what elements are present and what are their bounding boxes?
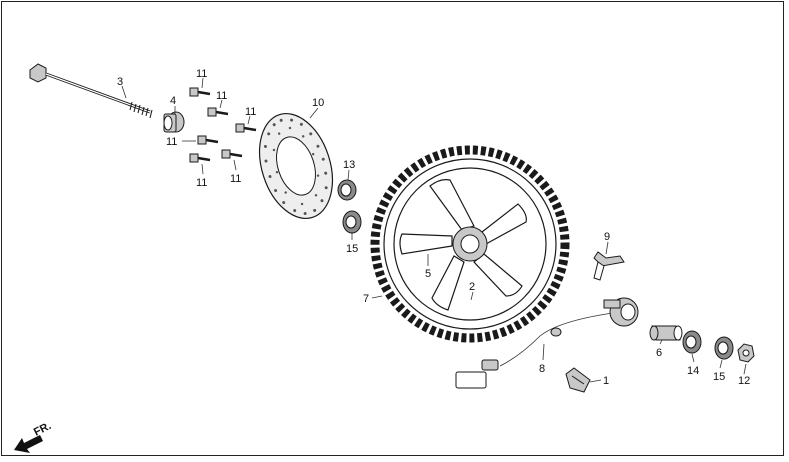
direction-arrow-icon: [14, 435, 43, 453]
callout-11-c: 11: [245, 106, 256, 118]
callout-5: 5: [425, 268, 431, 280]
part-disc-bolts: [189, 87, 257, 163]
part-spacer-4: [163, 111, 185, 133]
callout-12: 12: [738, 375, 750, 387]
callout-11-a: 11: [196, 68, 207, 80]
part-bearing-15-right: [714, 336, 734, 360]
callout-11-d: 11: [166, 136, 177, 148]
callout-10: 10: [312, 97, 324, 109]
part-bearing-13: [337, 179, 357, 201]
callout-2: 2: [469, 281, 475, 293]
callout-15-left: 15: [346, 243, 358, 255]
part-axle-nut: [737, 343, 755, 363]
callout-13: 13: [343, 159, 355, 171]
part-axle-bolt: [29, 63, 153, 119]
part-clip-bracket: [593, 251, 625, 281]
part-speedometer-cable: [455, 311, 621, 389]
callout-4: 4: [170, 95, 176, 107]
part-collar-6: [649, 325, 683, 341]
callout-15-right: 15: [713, 371, 725, 383]
callout-9: 9: [604, 231, 610, 243]
part-bearing-15-left: [342, 210, 362, 234]
callout-11-e: 11: [196, 177, 207, 189]
part-speedometer-gear: [603, 297, 639, 327]
part-bearing-14: [682, 330, 702, 354]
part-retainer-clip: [565, 367, 591, 393]
callout-11-b: 11: [216, 90, 227, 102]
callout-7: 7: [363, 293, 369, 305]
callout-11-f: 11: [230, 173, 241, 185]
callout-14: 14: [687, 365, 699, 377]
callout-3: 3: [117, 76, 123, 88]
callout-1: 1: [603, 375, 609, 387]
part-wheel-assembly: [370, 145, 570, 343]
callout-6: 6: [656, 347, 662, 359]
part-brake-disc: [259, 112, 333, 220]
direction-label: FR.: [32, 420, 53, 439]
leader-lines: [121, 77, 747, 383]
part-wheel-spokes: [399, 179, 527, 311]
front-direction-indicator: FR.: [14, 420, 53, 453]
callout-8: 8: [539, 363, 545, 375]
